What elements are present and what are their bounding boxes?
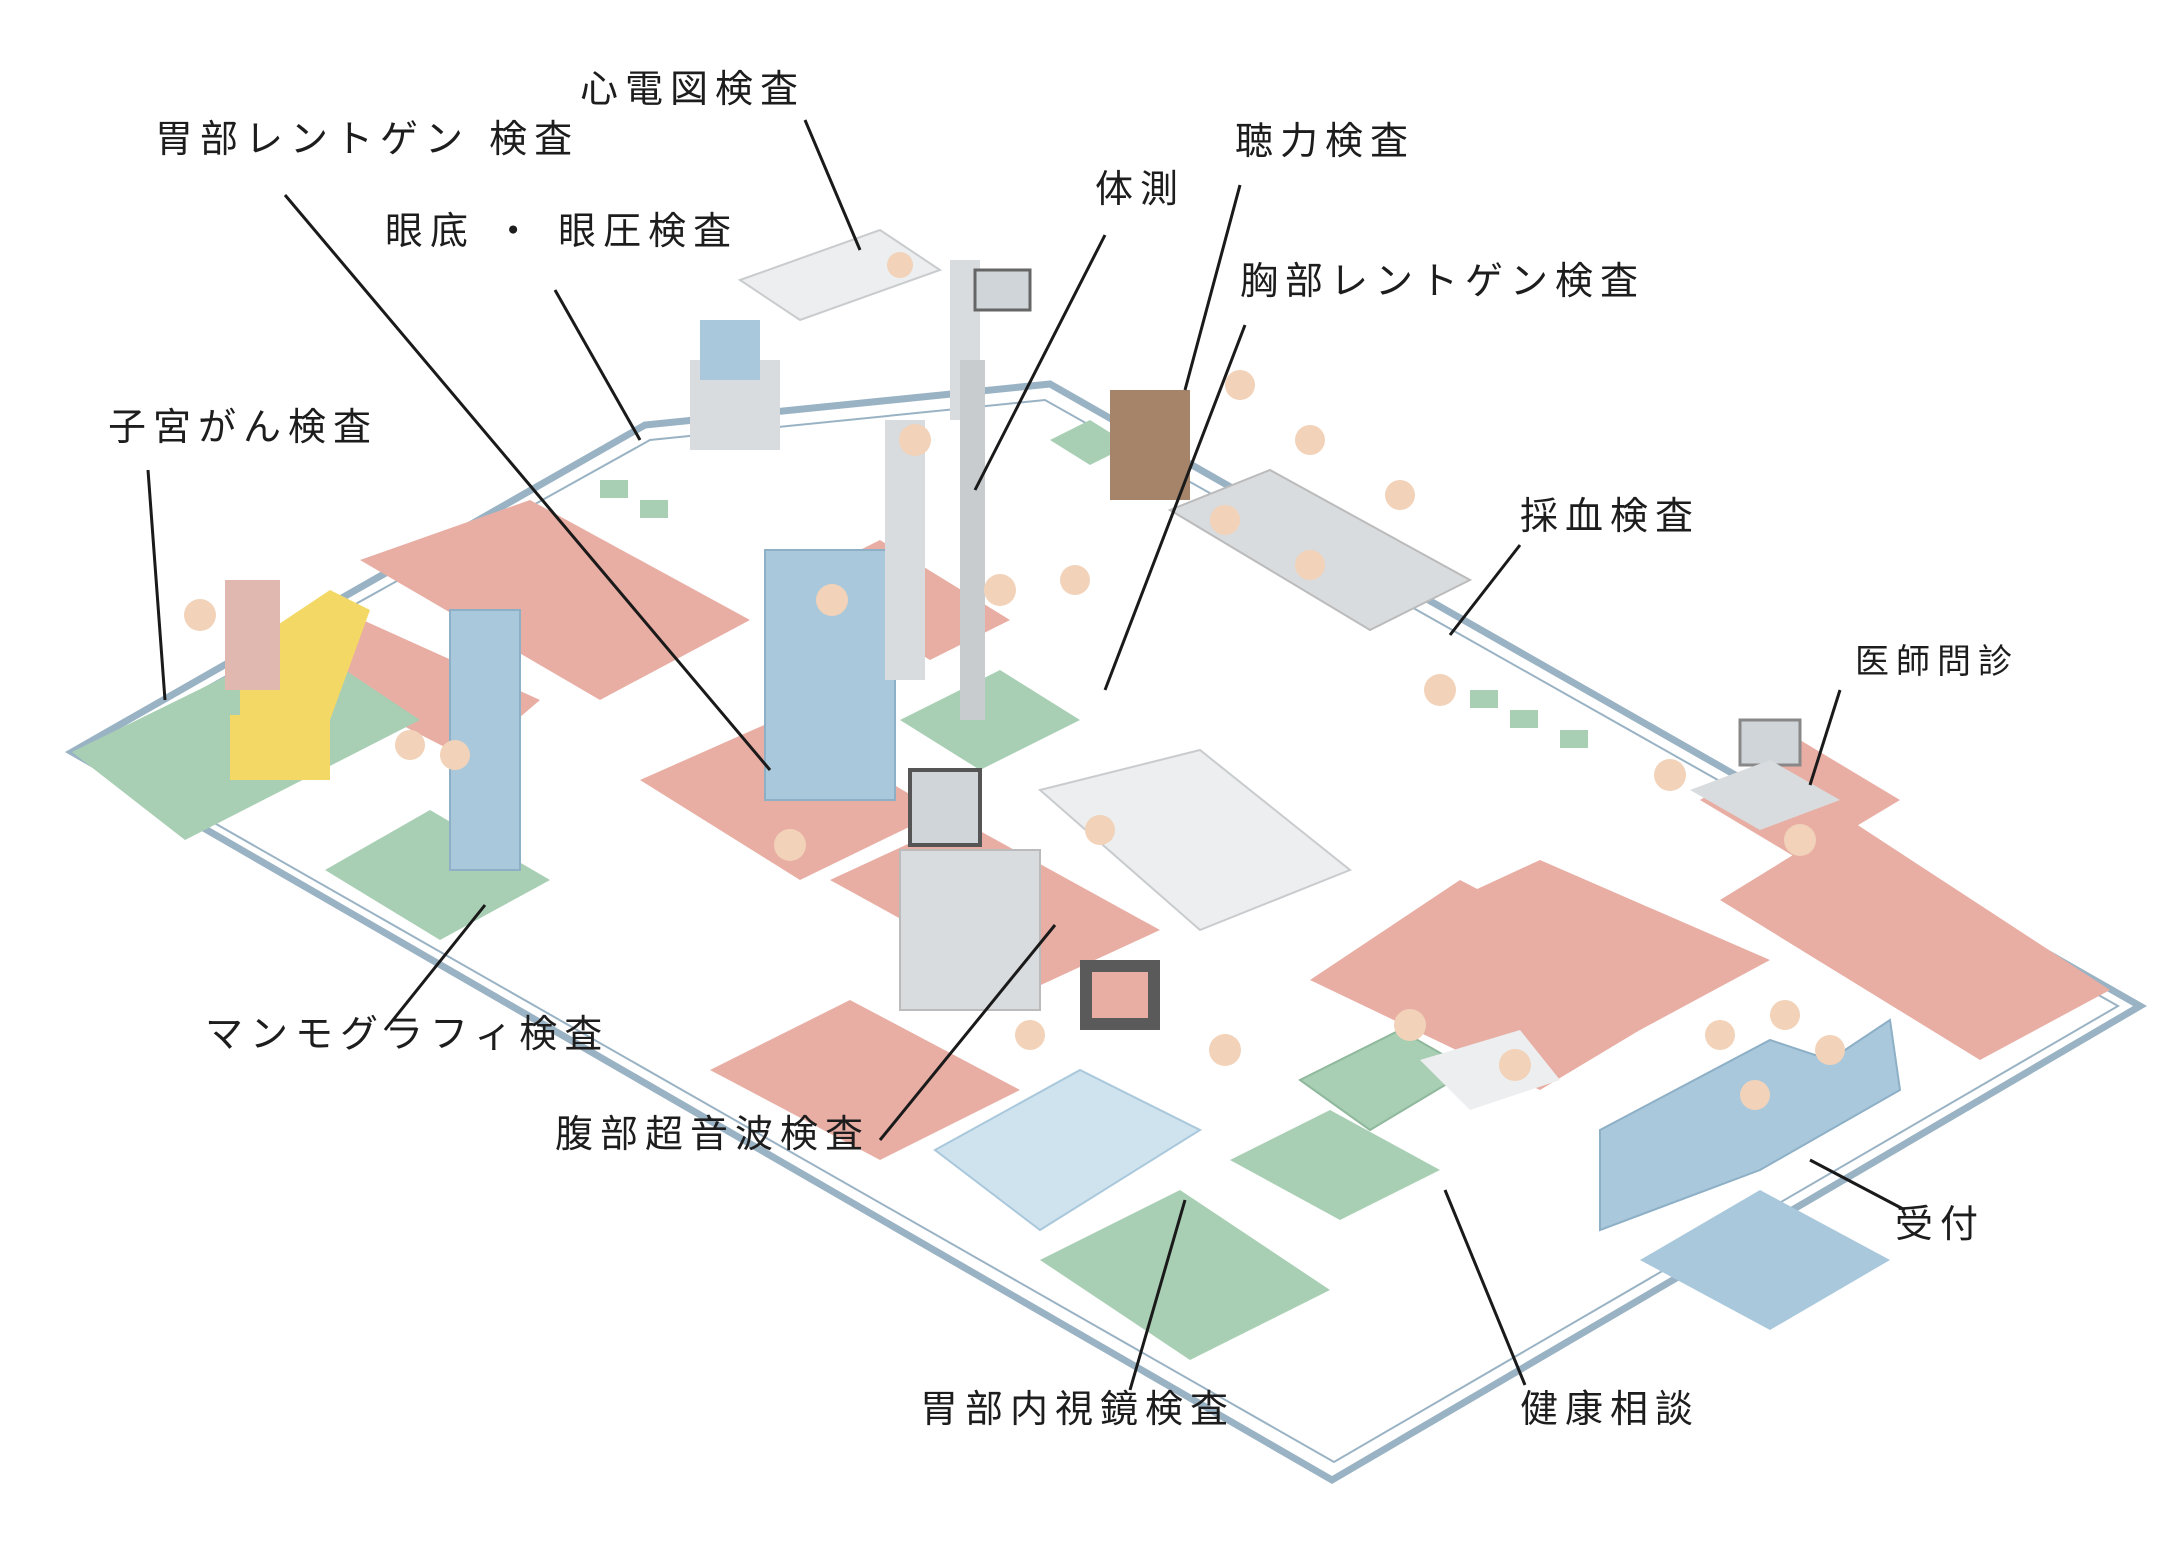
label-abdominal-us: 腹部超音波検査 — [555, 1112, 871, 1156]
label-body-measure: 体測 — [1095, 167, 1186, 211]
label-endoscopy: 胃部内視鏡検査 — [920, 1387, 1236, 1431]
leader-abdominal-us — [878, 924, 1057, 1141]
leader-hearing — [1183, 184, 1242, 391]
label-ecg: 心電図検査 — [580, 67, 806, 111]
leader-body-measure — [973, 234, 1107, 491]
label-blood: 採血検査 — [1520, 494, 1701, 538]
leader-chest-xray — [1103, 324, 1247, 691]
leader-ecg — [803, 119, 862, 251]
leader-reception — [1809, 1158, 1906, 1212]
label-mammography: マンモグラフィ検査 — [205, 1012, 610, 1056]
leader-consultation — [1443, 1189, 1527, 1386]
leader-lines — [146, 119, 1906, 1391]
people — [184, 252, 1845, 1110]
label-interview: 医師問診 — [1855, 642, 2019, 682]
label-stomach-xray: 胃部レントゲン 検査 — [155, 117, 580, 161]
label-fundus: 眼底 ・ 眼圧検査 — [385, 209, 739, 253]
label-hearing: 聴力検査 — [1235, 119, 1416, 163]
label-reception: 受付 — [1895, 1202, 1986, 1246]
leader-mammography — [383, 904, 487, 1031]
leader-blood — [1448, 544, 1522, 636]
label-cervical: 子宮がん検査 — [108, 405, 379, 449]
leader-endoscopy — [1128, 1199, 1187, 1391]
leader-interview — [1808, 689, 1842, 786]
label-chest-xray: 胸部レントゲン検査 — [1240, 259, 1646, 303]
leader-fundus — [553, 289, 642, 441]
label-consultation: 健康相談 — [1520, 1387, 1701, 1431]
leader-cervical — [146, 469, 167, 701]
equipment — [225, 228, 1902, 1232]
leader-stomach-xray — [283, 194, 772, 771]
